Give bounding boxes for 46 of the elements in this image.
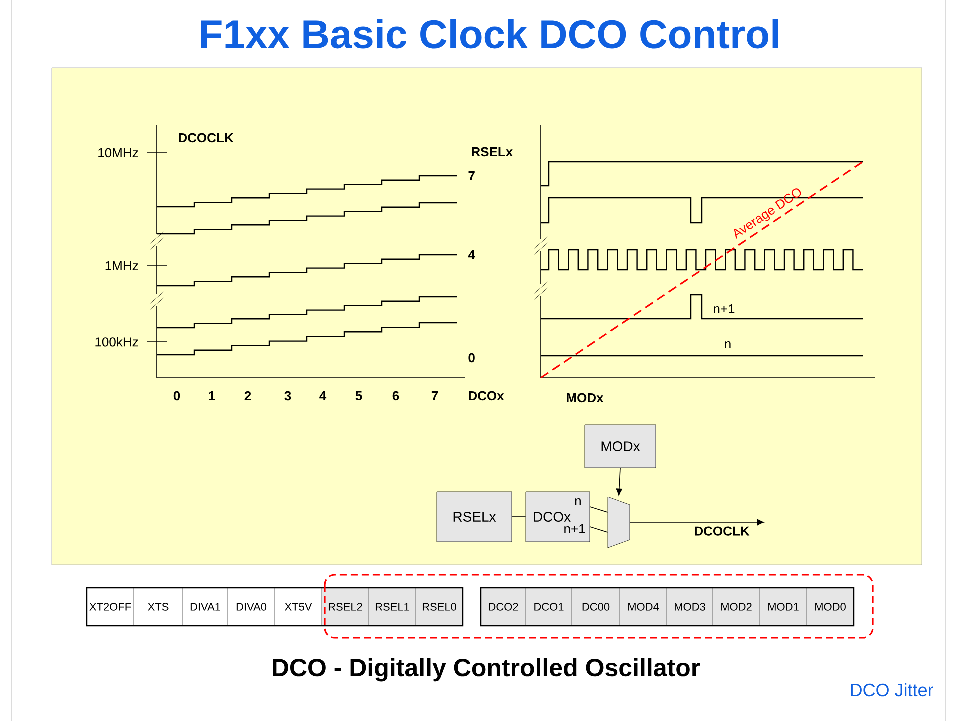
axis-title: MODx — [567, 393, 604, 403]
edge-label: DCOCLK — [693, 526, 751, 537]
series-label: 0 — [468, 353, 475, 363]
register-cell: DIVA1 — [182, 588, 228, 626]
multiplexer-symbol — [608, 496, 630, 548]
title: F1xx Basic Clock DCO Control — [202, 19, 778, 49]
link-text: DCO Jitter — [851, 683, 934, 697]
waveform-label: n+1 — [714, 304, 735, 314]
tick-label: 3 — [284, 391, 292, 401]
tick-label: 1MHz — [106, 262, 138, 270]
register-cell: DCO1 — [526, 588, 572, 626]
axis-title: DCOCLK — [179, 133, 234, 143]
register-cell: XT2OFF — [86, 588, 134, 626]
axis-title: DCOx — [469, 391, 504, 401]
tick-label: 7 — [432, 392, 438, 400]
tick-label: 5 — [356, 391, 362, 401]
register-cell: XT5V — [274, 588, 322, 626]
connector-arrow — [616, 468, 623, 496]
tick-label: 6 — [392, 391, 400, 401]
tick-label: 100kHz — [96, 337, 138, 347]
tick-label: 4 — [320, 392, 327, 400]
caption: DCO - Digitally Controlled Oscillator — [273, 658, 700, 682]
register-cell: MOD1 — [760, 588, 808, 626]
register-cell: RSEL1 — [368, 588, 416, 626]
block-box: MODx — [584, 424, 656, 468]
register-cell: MOD3 — [666, 588, 714, 626]
series-title: RSELx — [472, 147, 513, 157]
block-box: RSELx — [436, 492, 512, 542]
tick-label: 10MHz — [98, 148, 138, 158]
register-cell: DC00 — [572, 588, 620, 626]
connector-arrow — [630, 519, 764, 526]
series-label: 7 — [468, 172, 475, 180]
register-cell: MOD4 — [620, 588, 668, 626]
waveform-label: n — [725, 342, 731, 348]
tick-label: 2 — [244, 391, 252, 401]
register-cell: DCO2 — [480, 588, 526, 626]
register-cell: RSEL2 — [322, 588, 370, 626]
register-cell: DIVA0 — [228, 588, 276, 626]
block-box: DCOx n n+1 — [526, 492, 590, 542]
register-cell: MOD0 — [806, 588, 854, 626]
register-cell: XTS — [134, 588, 184, 626]
tick-label: 0 — [174, 391, 180, 401]
register-cell: MOD2 — [712, 588, 760, 626]
register-cell: RSEL0 — [416, 588, 464, 626]
series-label: 4 — [468, 250, 476, 260]
tick-label: 1 — [209, 392, 216, 400]
